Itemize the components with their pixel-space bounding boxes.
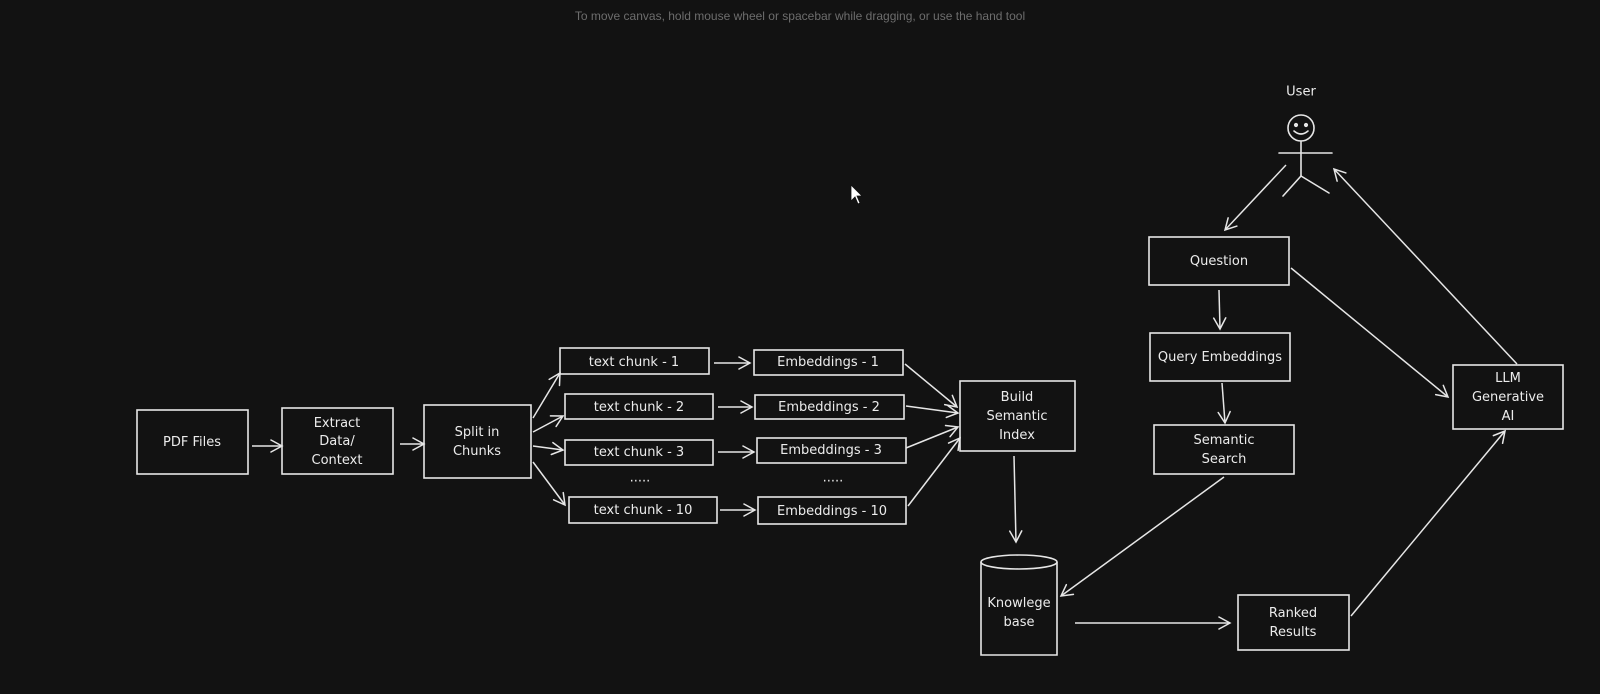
edge-split-chunk10 <box>532 461 566 507</box>
node-embeddings-2[interactable]: Embeddings - 2 <box>754 394 905 420</box>
svg-text:Extract: Extract <box>314 416 361 431</box>
node-question[interactable]: Question <box>1148 236 1290 286</box>
node-split-chunks[interactable]: Split in Chunks <box>423 404 532 479</box>
node-chunk3-label: text chunk - 3 <box>594 445 684 460</box>
node-question-label: Question <box>1190 254 1248 269</box>
edge-split-chunk1 <box>532 371 561 419</box>
node-text-chunk-2[interactable]: text chunk - 2 <box>564 393 714 420</box>
node-extract-data[interactable]: Extract Data/ Context <box>281 407 394 475</box>
node-emb10-label: Embeddings - 10 <box>777 504 887 519</box>
node-text-chunk-3[interactable]: text chunk - 3 <box>564 439 714 466</box>
edge-question-llm <box>1290 267 1450 398</box>
edge-user-question <box>1223 164 1287 232</box>
node-build-semantic-index[interactable]: Build Semantic Index <box>959 380 1076 452</box>
node-search-line-1: Semantic <box>1194 433 1255 448</box>
node-llm-line-1: LLM <box>1495 371 1521 386</box>
edge-emb3-index <box>905 424 960 449</box>
edge-split-chunk3 <box>532 441 565 456</box>
node-text-chunk-10[interactable]: text chunk - 10 <box>568 496 718 524</box>
svg-text:Embeddings - 1: Embeddings - 1 <box>777 355 879 370</box>
node-emb3-label: Embeddings - 3 <box>780 443 882 458</box>
svg-text:AI: AI <box>1502 409 1515 424</box>
node-extract-line-1: Extract <box>314 416 361 431</box>
edges <box>252 164 1518 630</box>
edge-index-kb <box>1008 455 1023 544</box>
node-chunk10-label: text chunk - 10 <box>594 503 693 518</box>
edge-ranked-llm <box>1350 429 1507 617</box>
svg-text:Embeddings - 10: Embeddings - 10 <box>777 504 887 519</box>
svg-text:Generative: Generative <box>1472 390 1544 405</box>
node-index-line-2: Semantic <box>987 409 1048 424</box>
node-ranked-line-2: Results <box>1270 625 1317 640</box>
node-query-embeddings[interactable]: Query Embeddings <box>1149 332 1291 382</box>
node-split-line-2: Chunks <box>453 444 501 459</box>
node-qemb-label: Query Embeddings <box>1158 350 1282 365</box>
node-text-chunk-1[interactable]: text chunk - 1 <box>559 347 710 375</box>
node-llm-generative-ai[interactable]: LLM Generative AI <box>1452 364 1564 430</box>
user-label: User <box>1286 85 1316 100</box>
node-pdf-files-label: PDF Files <box>163 435 221 450</box>
node-extract-line-3: Context <box>312 453 363 468</box>
user-actor[interactable]: User <box>1278 85 1333 197</box>
svg-text:Chunks: Chunks <box>453 444 501 459</box>
edge-llm-user <box>1332 167 1518 365</box>
node-pdf-files[interactable]: PDF Files <box>136 409 249 475</box>
node-embeddings-3[interactable]: Embeddings - 3 <box>756 437 907 464</box>
svg-text:Knowlege: Knowlege <box>987 596 1050 611</box>
node-embeddings-10[interactable]: Embeddings - 10 <box>757 496 907 525</box>
svg-text:Context: Context <box>312 453 363 468</box>
svg-text:Index: Index <box>999 428 1035 443</box>
node-kb-line-1: Knowlege <box>987 596 1050 611</box>
node-ranked-results[interactable]: Ranked Results <box>1237 594 1350 651</box>
svg-text:Semantic: Semantic <box>1194 433 1255 448</box>
edge-search-kb <box>1059 476 1225 597</box>
svg-text:Query Embeddings: Query Embeddings <box>1158 350 1282 365</box>
node-search-line-2: Search <box>1202 452 1247 467</box>
node-chunk2-label: text chunk - 2 <box>594 400 684 415</box>
svg-text:Search: Search <box>1202 452 1247 467</box>
edge-qemb-search <box>1217 382 1231 425</box>
node-emb2-label: Embeddings - 2 <box>778 400 880 415</box>
svg-text:LLM: LLM <box>1495 371 1521 386</box>
svg-text:Semantic: Semantic <box>987 409 1048 424</box>
chunks-ellipsis: ..... <box>630 471 651 486</box>
svg-text:PDF Files: PDF Files <box>163 435 221 450</box>
embeddings-ellipsis: ..... <box>823 471 844 486</box>
node-split-line-1: Split in <box>455 425 500 440</box>
edge-emb2-index <box>905 404 960 419</box>
svg-text:text chunk - 2: text chunk - 2 <box>594 400 684 415</box>
edge-emb1-index <box>904 363 959 408</box>
svg-text:Question: Question <box>1190 254 1248 269</box>
mouse-cursor-icon <box>850 184 863 205</box>
svg-text:Embeddings - 2: Embeddings - 2 <box>778 400 880 415</box>
stick-figure-icon <box>1278 114 1333 197</box>
svg-text:text chunk - 3: text chunk - 3 <box>594 445 684 460</box>
node-kb-line-2: base <box>1004 615 1035 630</box>
node-index-line-1: Build <box>1001 390 1034 405</box>
node-chunk1-label: text chunk - 1 <box>589 355 679 370</box>
canvas-hint: To move canvas, hold mouse wheel or spac… <box>574 9 1026 23</box>
svg-text:Embeddings - 3: Embeddings - 3 <box>780 443 882 458</box>
svg-text:Ranked: Ranked <box>1269 606 1317 621</box>
svg-text:Split in: Split in <box>455 425 500 440</box>
node-llm-line-2: Generative <box>1472 390 1544 405</box>
node-embeddings-1[interactable]: Embeddings - 1 <box>753 349 904 376</box>
svg-text:text chunk - 10: text chunk - 10 <box>594 503 693 518</box>
edge-emb10-index <box>907 436 961 507</box>
node-semantic-search[interactable]: Semantic Search <box>1153 424 1295 475</box>
svg-text:base: base <box>1004 615 1035 630</box>
svg-text:Results: Results <box>1270 625 1317 640</box>
node-llm-line-3: AI <box>1502 409 1515 424</box>
edge-question-qemb <box>1212 289 1227 331</box>
svg-text:Data/: Data/ <box>319 434 355 449</box>
node-extract-line-2: Data/ <box>319 434 355 449</box>
svg-text:text chunk - 1: text chunk - 1 <box>589 355 679 370</box>
node-emb1-label: Embeddings - 1 <box>777 355 879 370</box>
edge-split-chunk2 <box>532 415 565 433</box>
node-ranked-line-1: Ranked <box>1269 606 1317 621</box>
svg-text:Build: Build <box>1001 390 1034 405</box>
node-knowledge-base[interactable]: Knowlege base <box>980 554 1058 656</box>
node-index-line-3: Index <box>999 428 1035 443</box>
